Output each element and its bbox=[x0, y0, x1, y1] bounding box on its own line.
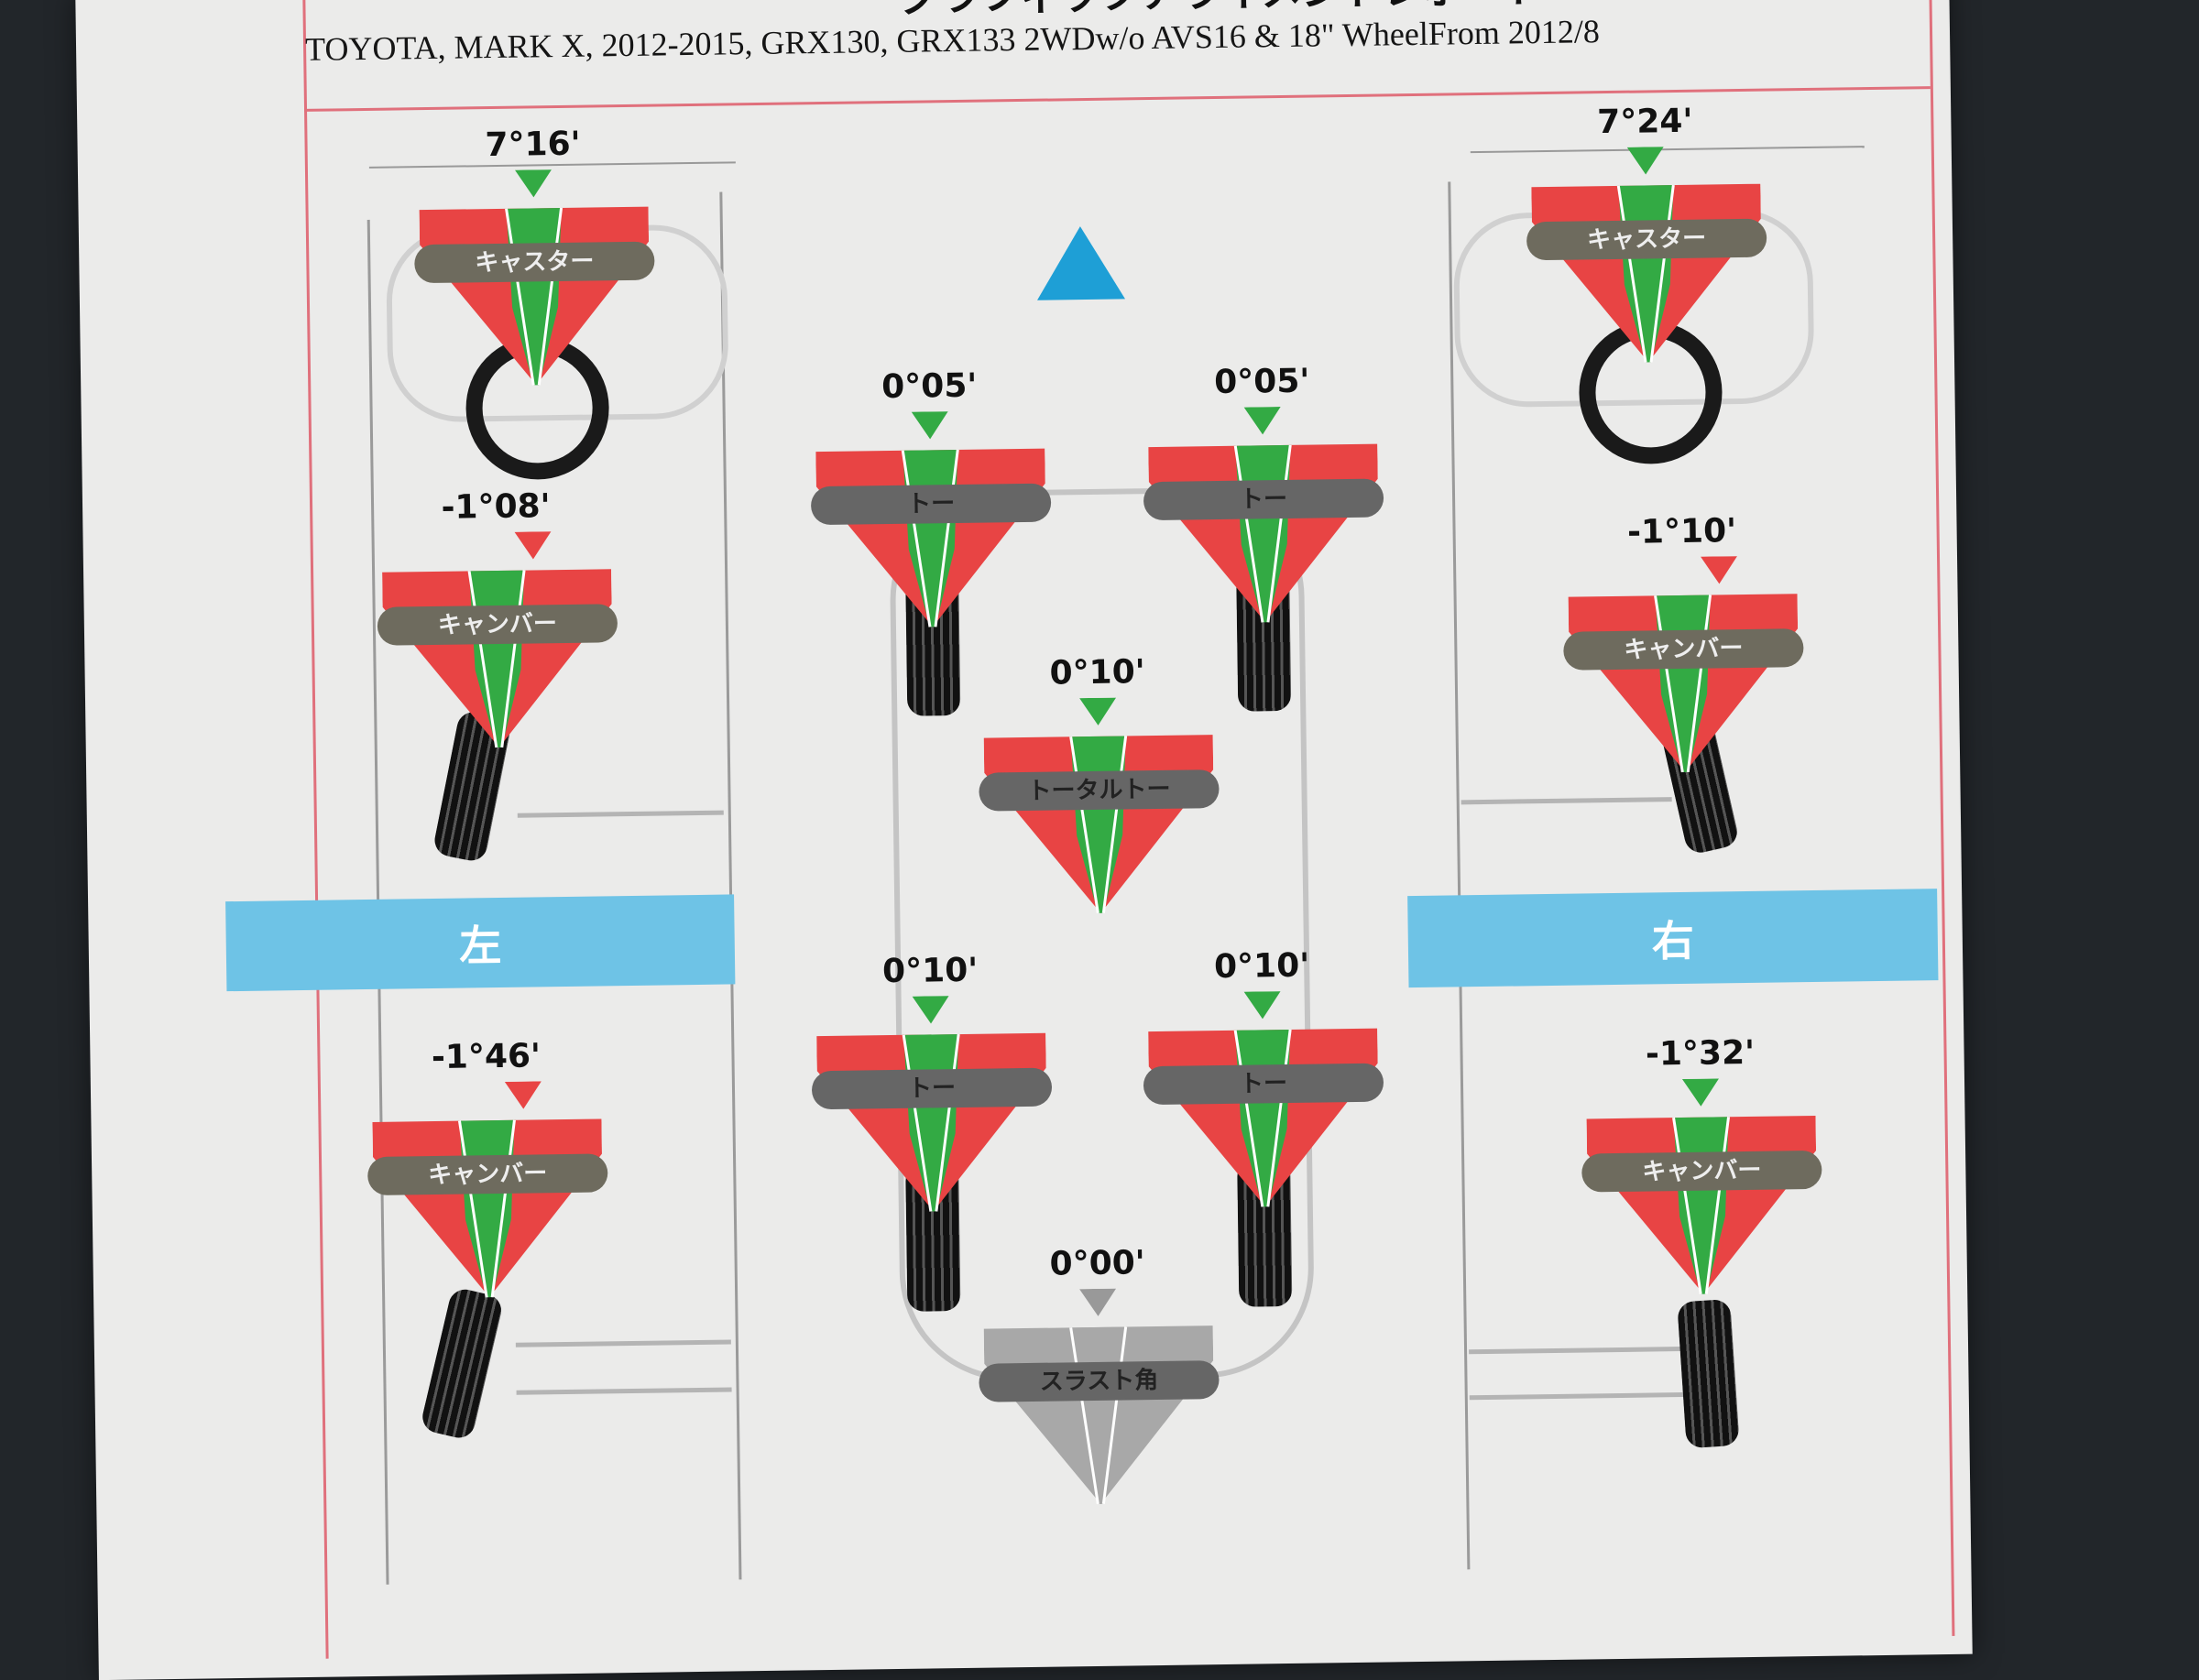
gauge-label: トー bbox=[811, 1067, 1053, 1110]
gauge-value: 0°05' bbox=[881, 366, 978, 407]
total-toe-gauge: 0°10' トータルトー bbox=[979, 652, 1220, 914]
gauge-label: キャスター bbox=[1526, 218, 1767, 261]
camber-front-left-gauge: -1°08' キャンバー bbox=[377, 486, 618, 748]
caster-left-gauge: 7°16' キャスター bbox=[414, 125, 655, 386]
gauge-label: キャンバー bbox=[377, 604, 618, 646]
thrust-angle-gauge: 0°00' スラスト角 bbox=[979, 1243, 1220, 1505]
gauge-label: スラスト角 bbox=[979, 1360, 1220, 1402]
gauge-value: 0°10' bbox=[1049, 653, 1146, 693]
gauge-marker-icon bbox=[514, 531, 552, 560]
gauge-label: キャンバー bbox=[1563, 628, 1804, 671]
gauge-marker-icon bbox=[504, 1081, 542, 1109]
gauge-value: 7°24' bbox=[1596, 102, 1693, 142]
gauge-label: キャンバー bbox=[366, 1153, 608, 1196]
gauge-marker-icon bbox=[514, 169, 552, 198]
camber-front-right-gauge: -1°10' キャンバー bbox=[1563, 511, 1804, 773]
caster-right-gauge: 7°24' キャスター bbox=[1526, 102, 1767, 363]
camber-rear-right-gauge: -1°32' キャンバー bbox=[1581, 1033, 1822, 1294]
gauge-value: -1°10' bbox=[1626, 512, 1737, 551]
left-side-banner: 左 bbox=[225, 894, 736, 992]
camber-rear-left-gauge: -1°46' キャンバー bbox=[366, 1036, 608, 1298]
gauge-label: トータルトー bbox=[979, 769, 1220, 812]
toe-front-left-gauge: 0°05' トー bbox=[810, 366, 1052, 627]
toe-front-right-gauge: 0°05' トー bbox=[1143, 362, 1384, 623]
report-page: グラフィックアライメントレポート TOYOTA, MARK X, 2012-20… bbox=[75, 0, 1973, 1680]
gauge-marker-icon bbox=[1681, 1078, 1719, 1107]
gauge-marker-icon bbox=[911, 411, 948, 440]
gauge-value: 0°05' bbox=[1213, 362, 1310, 402]
gauge-value: 7°16' bbox=[485, 125, 581, 165]
gauge-label: キャンバー bbox=[1581, 1150, 1822, 1193]
gauge-label: トー bbox=[1143, 478, 1384, 521]
gauge-marker-icon bbox=[1626, 147, 1664, 175]
gauge-label: トー bbox=[1143, 1063, 1384, 1106]
gauge-label: キャスター bbox=[414, 241, 655, 284]
gauge-value: -1°46' bbox=[431, 1037, 542, 1077]
gauge-marker-icon bbox=[1700, 556, 1737, 584]
gauge-marker-icon bbox=[1243, 991, 1281, 1020]
gauge-marker-icon bbox=[1079, 697, 1117, 725]
gauge-value: 0°10' bbox=[1213, 946, 1310, 987]
gauge-value: 0°00' bbox=[1049, 1244, 1146, 1283]
toe-rear-left-gauge: 0°10' トー bbox=[811, 951, 1053, 1212]
right-side-banner: 右 bbox=[1407, 889, 1939, 988]
gauge-marker-icon bbox=[1079, 1288, 1117, 1316]
gauge-value: -1°32' bbox=[1645, 1033, 1756, 1074]
gauge-marker-icon bbox=[1243, 407, 1281, 435]
camber-rr-tire-icon bbox=[1677, 1298, 1740, 1449]
gauge-label: トー bbox=[810, 483, 1052, 526]
gauge-marker-icon bbox=[912, 996, 949, 1024]
gauge-value: 0°10' bbox=[881, 951, 979, 991]
forward-direction-icon bbox=[1035, 225, 1126, 300]
gauge-value: -1°08' bbox=[441, 487, 551, 527]
toe-rear-right-gauge: 0°10' トー bbox=[1143, 946, 1384, 1207]
